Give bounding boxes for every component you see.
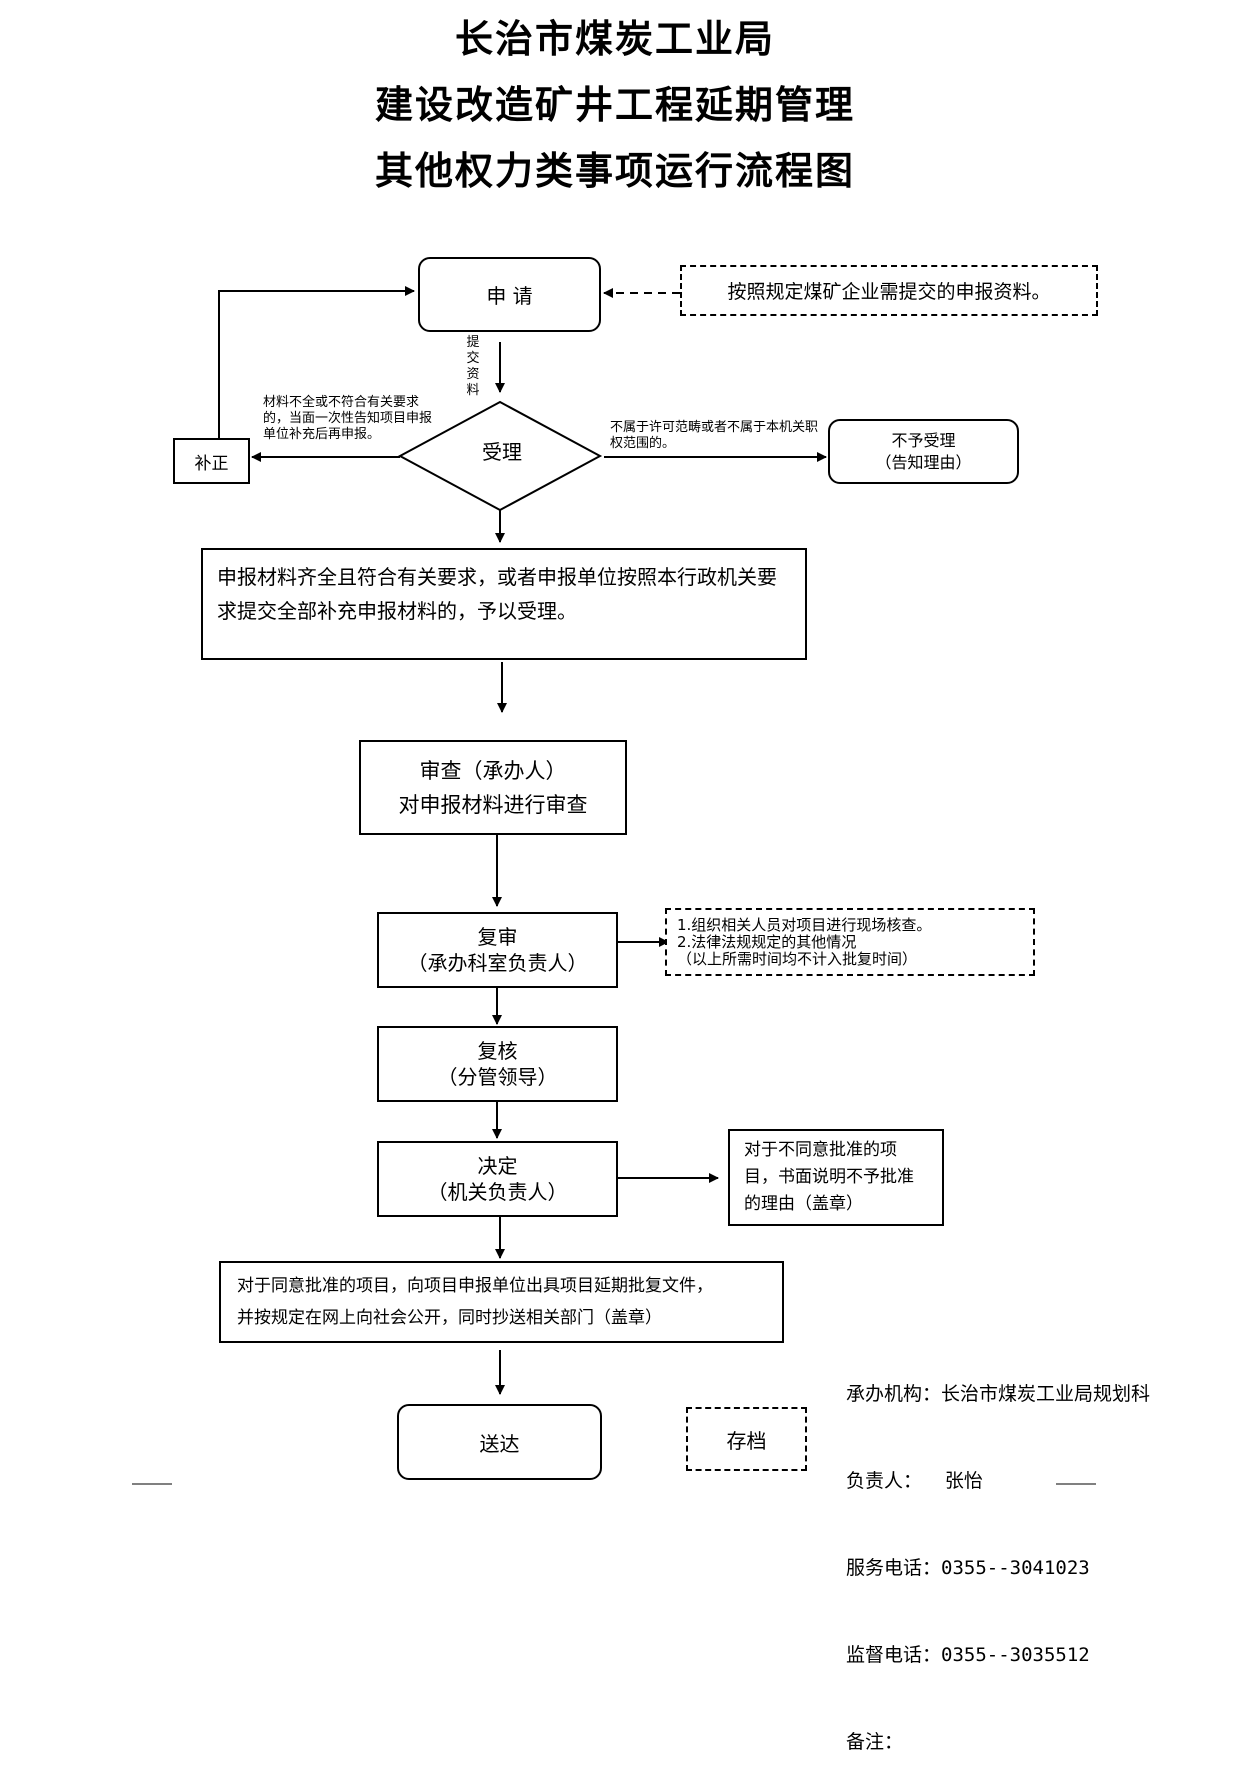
decide-node: 决定 （机关负责人） bbox=[377, 1141, 618, 1217]
flow-connectors bbox=[132, 286, 1096, 1485]
accept-result-text: 申报材料齐全且符合有关要求，或者申报单位按照本行政机关要求提交全部补充申报材料的… bbox=[217, 565, 777, 623]
accept-result-node: 申报材料齐全且符合有关要求，或者申报单位按照本行政机关要求提交全部补充申报材料的… bbox=[201, 548, 807, 660]
recheck-note: 1.组织相关人员对项目进行现场核查。 2.法律法规规定的其他情况 （以上所需时间… bbox=[665, 908, 1035, 976]
verify-role: （分管领导） bbox=[437, 1065, 558, 1089]
recheck-note-line-1: 1.组织相关人员对项目进行现场核查。 bbox=[677, 915, 932, 934]
info-block: 承办机构：长治市煤炭工业局规划科 负责人： 张怡 服务电话：0355--3041… bbox=[846, 1322, 1150, 1786]
deny-node: 对于不同意批准的项目，书面说明不予批准的理由（盖章） bbox=[728, 1129, 944, 1226]
recheck-note-line-3: （以上所需时间均不计入批复时间） bbox=[677, 949, 918, 968]
apply-label: 申 请 bbox=[486, 284, 533, 308]
title-line-1: 长治市煤炭工业局 bbox=[454, 16, 775, 61]
reject-node: 不予受理 （告知理由） bbox=[828, 419, 1019, 484]
review-node: 审查（承办人） 对申报材料进行审查 bbox=[359, 740, 627, 835]
correction-label: 补正 bbox=[194, 453, 229, 474]
archive-node: 存档 bbox=[686, 1407, 807, 1471]
reject-reason-label: （告知理由） bbox=[875, 452, 972, 472]
accept-label: 受理 bbox=[482, 440, 522, 464]
approve-node: 对于同意批准的项目，向项目申报单位出具项目延期批复文件， 并按规定在网上向社会公… bbox=[219, 1261, 784, 1343]
title-line-2: 建设改造矿井工程延期管理 bbox=[374, 82, 855, 127]
deliver-label: 送达 bbox=[479, 1431, 520, 1456]
info-supervise-phone: 监督电话：0355--3035512 bbox=[846, 1644, 1090, 1666]
verify-title: 复核 bbox=[477, 1039, 518, 1063]
recheck-role: （承办科室负责人） bbox=[407, 951, 588, 975]
review-title: 审查（承办人） bbox=[419, 758, 567, 783]
info-service-phone: 服务电话：0355--3041023 bbox=[846, 1557, 1090, 1579]
recheck-node: 复审 （承办科室负责人） bbox=[377, 912, 618, 988]
archive-label: 存档 bbox=[726, 1428, 767, 1453]
apply-materials-note: 按照规定煤矿企业需提交的申报资料。 bbox=[680, 265, 1098, 316]
decide-role: （机关负责人） bbox=[427, 1180, 568, 1204]
reject-condition-note: 不属于许可范畴或者不属于本机关职权范围的。 bbox=[610, 420, 819, 451]
info-person: 负责人： 张怡 bbox=[846, 1470, 983, 1492]
title-line-3: 其他权力类事项运行流程图 bbox=[374, 148, 855, 193]
arrow-correction-to-apply bbox=[218, 286, 415, 438]
approve-text-line-1: 对于同意批准的项目，向项目申报单位出具项目延期批复文件， bbox=[237, 1276, 713, 1296]
recheck-title: 复审 bbox=[477, 925, 518, 949]
info-org: 承办机构：长治市煤炭工业局规划科 bbox=[846, 1383, 1151, 1405]
review-desc: 对申报材料进行审查 bbox=[398, 792, 588, 817]
decide-title: 决定 bbox=[477, 1154, 518, 1178]
apply-node: 申 请 bbox=[418, 257, 601, 332]
reject-label: 不予受理 bbox=[891, 430, 956, 450]
info-remark: 备注： bbox=[846, 1731, 904, 1753]
deliver-node: 送达 bbox=[397, 1404, 602, 1480]
approve-text-line-2: 并按规定在网上向社会公开，同时抄送相关部门（盖章） bbox=[237, 1308, 662, 1328]
deny-text: 对于不同意批准的项目，书面说明不予批准的理由（盖章） bbox=[744, 1140, 914, 1214]
verify-node: 复核 （分管领导） bbox=[377, 1026, 618, 1102]
recheck-note-line-2: 2.法律法规规定的其他情况 bbox=[677, 932, 857, 951]
apply-materials-note-text: 按照规定煤矿企业需提交的申报资料。 bbox=[727, 281, 1051, 303]
correction-condition-note: 材料不全或不符合有关要求的，当面一次性告知项目申报单位补充后再申报。 bbox=[263, 395, 433, 442]
submit-materials-label: 提交资料 bbox=[466, 335, 480, 398]
correction-node: 补正 bbox=[173, 438, 250, 484]
